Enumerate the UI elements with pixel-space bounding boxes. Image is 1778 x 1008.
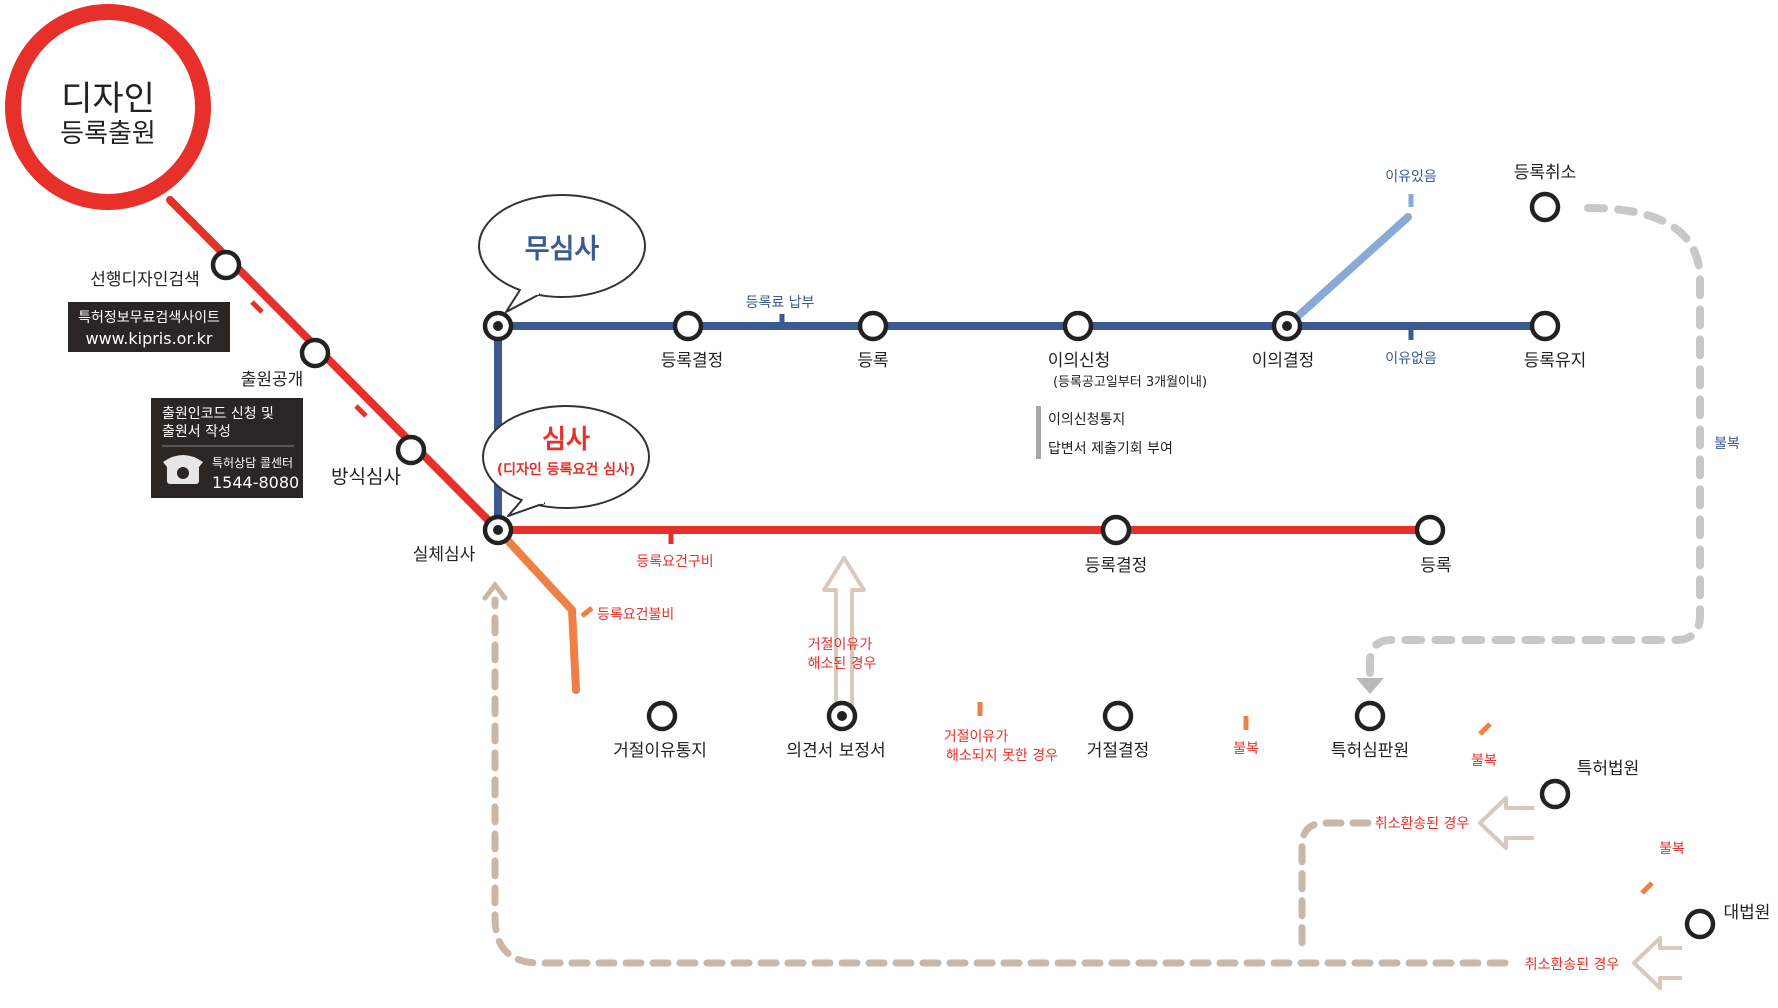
start-subtitle: 등록출원 — [60, 119, 156, 149]
bubble-no-exam-label: 무심사 — [525, 234, 600, 265]
label-reject-decision: 거절결정 — [1087, 741, 1150, 761]
resolved-up-arrow — [822, 556, 866, 712]
beige-remand-loop-outer — [491, 596, 1509, 967]
label-red-registration: 등록 — [1420, 556, 1451, 576]
application-box-line1: 출원인코드 신청 및 — [162, 406, 274, 422]
label-blue-reg-decision: 등록결정 — [661, 351, 724, 371]
bubble-exam: 심사 (디자인 등록요건 심사) — [482, 405, 650, 517]
label-remand-1: 취소환송된 경우 — [1375, 816, 1470, 832]
callcenter-label: 특허상담 콜센터 — [212, 456, 293, 470]
label-appeal-2: 불복 — [1471, 753, 1497, 769]
bubble-no-exam: 무심사 — [478, 194, 646, 313]
station-opposition — [1062, 310, 1094, 342]
telephone-icon — [163, 455, 203, 484]
station-prior-search — [210, 249, 242, 281]
label-reason-yes: 이유있음 — [1385, 169, 1437, 185]
label-publication: 출원공개 — [241, 370, 304, 390]
label-resolved-2: 해소된 경우 — [808, 656, 877, 672]
station-patent-court — [1539, 778, 1571, 810]
station-publication — [299, 337, 331, 369]
label-maintain: 등록유지 — [1524, 351, 1587, 371]
label-not-resolved-1: 거절이유가 — [944, 729, 1009, 745]
label-patent-court: 특허법원 — [1577, 759, 1640, 779]
station-cancel — [1529, 191, 1561, 223]
callcenter-number: 1544-8080 — [212, 473, 299, 492]
station-tribunal — [1354, 700, 1386, 732]
start-circle — [5, 4, 211, 210]
label-opposition: 이의신청 — [1048, 351, 1111, 371]
label-remand-2: 취소환송된 경우 — [1525, 957, 1620, 973]
opposition-note-2: 답변서 제출기회 부여 — [1048, 441, 1173, 457]
station-rejection-notice — [646, 700, 678, 732]
remand-arrow-1 — [1478, 796, 1534, 850]
label-opinion: 의견서 보정서 — [786, 741, 885, 761]
label-supreme-court: 대법원 — [1724, 903, 1771, 923]
label-not-resolved-2: 해소되지 못한 경우 — [946, 748, 1058, 764]
label-gray-appeal: 불복 — [1714, 436, 1740, 452]
station-maintain — [1529, 310, 1561, 342]
kipris-box-line1: 특허정보무료검색사이트 — [78, 310, 220, 326]
bubble-exam-title: 심사 — [542, 425, 590, 455]
bubble-exam-sub: (디자인 등록요건 심사) — [497, 461, 635, 478]
tick-marks — [250, 194, 1654, 895]
kipris-box-line2: www.kipris.or.kr — [85, 329, 212, 348]
station-blue-reg-decision — [672, 310, 704, 342]
application-box: 출원인코드 신청 및 출원서 작성 특허상담 콜센터 1544-8080 — [151, 398, 303, 498]
opposition-note-1: 이의신청통지 — [1048, 412, 1125, 428]
station-red-registration — [1414, 514, 1446, 546]
label-opp-decision: 이의결정 — [1252, 351, 1315, 371]
application-box-line2: 출원서 작성 — [162, 424, 231, 440]
label-opposition-sub: (등록공고일부터 3개월이내) — [1053, 375, 1207, 390]
label-reason-no: 이유없음 — [1385, 351, 1437, 367]
station-center-dots — [493, 321, 1292, 721]
beige-remand-loop-inner — [1298, 819, 1372, 952]
light-blue-line — [1283, 213, 1412, 330]
station-red-reg-decision — [1100, 514, 1132, 546]
station-blue-registration — [857, 310, 889, 342]
opposition-note-bar — [1036, 406, 1041, 459]
label-tribunal: 특허심판원 — [1331, 741, 1409, 761]
station-reject-decision — [1102, 700, 1134, 732]
label-red-reg-decision: 등록결정 — [1085, 556, 1148, 576]
station-formality — [395, 434, 427, 466]
label-prior-search: 선행디자인검색 — [90, 270, 199, 290]
label-fee-payment: 등록료 납부 — [746, 295, 815, 311]
label-req-ok: 등록요건구비 — [636, 554, 713, 570]
station-supreme-court — [1684, 908, 1716, 940]
label-req-fail: 등록요건불비 — [597, 607, 674, 623]
stations — [210, 191, 1716, 940]
start-title: 디자인 — [61, 79, 155, 119]
label-rejection-notice: 거절이유통지 — [613, 741, 707, 761]
gray-loop-arrowhead — [1356, 678, 1384, 694]
label-blue-registration: 등록 — [857, 351, 888, 371]
orange-line — [494, 526, 580, 694]
gray-appeal-loop — [1366, 204, 1704, 682]
label-formality: 방식심사 — [331, 466, 401, 488]
label-appeal-1: 불복 — [1233, 741, 1259, 757]
label-resolved-1: 거절이유가 — [808, 637, 873, 653]
remand-arrow-2 — [1632, 936, 1682, 990]
kipris-box: 특허정보무료검색사이트 www.kipris.or.kr — [68, 302, 230, 352]
label-substantive: 실체심사 — [413, 545, 476, 565]
label-appeal-3: 불복 — [1659, 841, 1685, 857]
label-cancel: 등록취소 — [1514, 163, 1577, 183]
beige-loop-arrowhead — [482, 580, 508, 601]
